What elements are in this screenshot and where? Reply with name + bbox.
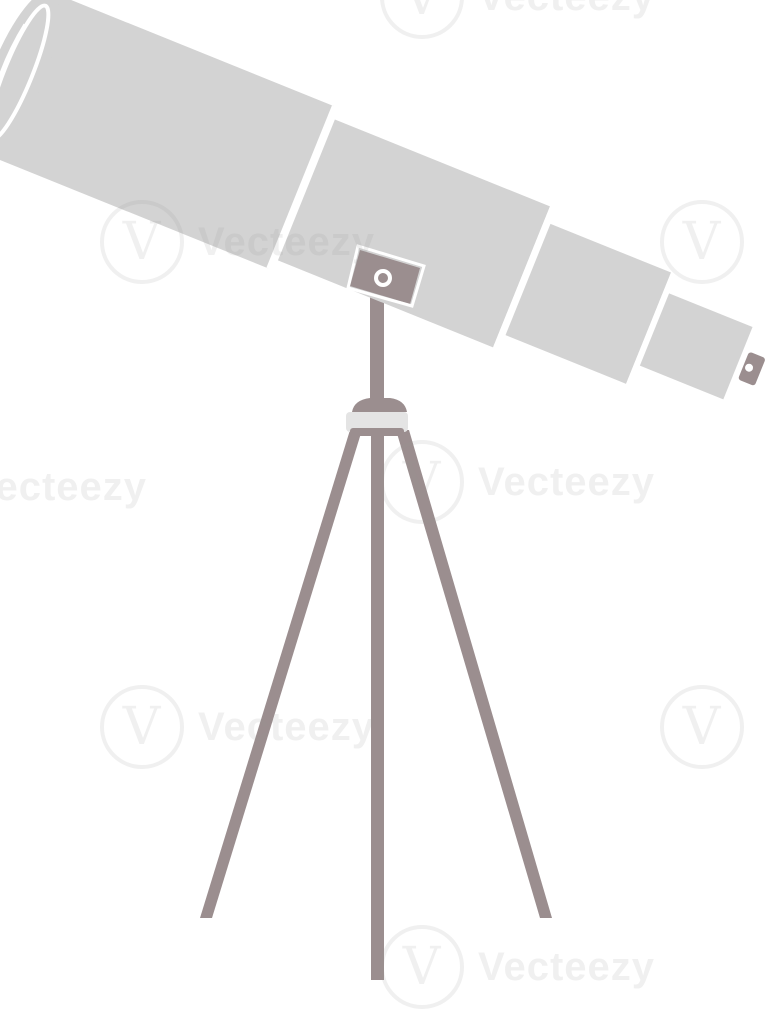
tube-section-2 (277, 119, 550, 348)
clamp-screw-center (378, 273, 388, 283)
tube-section-4 (639, 293, 753, 400)
mount-clamp (346, 244, 426, 308)
tripod-leg-center (371, 430, 384, 980)
lens-shine (0, 23, 27, 112)
tripod-collar (350, 428, 404, 436)
telescope-illustration (0, 0, 765, 980)
eyepiece-dot (745, 363, 754, 372)
tripod-band (346, 412, 408, 432)
tripod-post (370, 282, 384, 404)
tripod-leg-right (396, 430, 552, 918)
objective-lens (0, 0, 60, 155)
tube-divider-2 (493, 206, 557, 350)
tube-divider-3 (626, 272, 677, 387)
tripod-leg-left (200, 430, 362, 918)
tripod-head (352, 398, 407, 412)
telescope-tube (0, 0, 765, 400)
tube-section-1 (0, 0, 334, 269)
tube-divider-1 (266, 105, 340, 271)
objective-lens-rim (0, 3, 51, 142)
clamp-outline (346, 244, 426, 308)
tube-section-3 (505, 223, 672, 384)
tripod (200, 282, 552, 980)
